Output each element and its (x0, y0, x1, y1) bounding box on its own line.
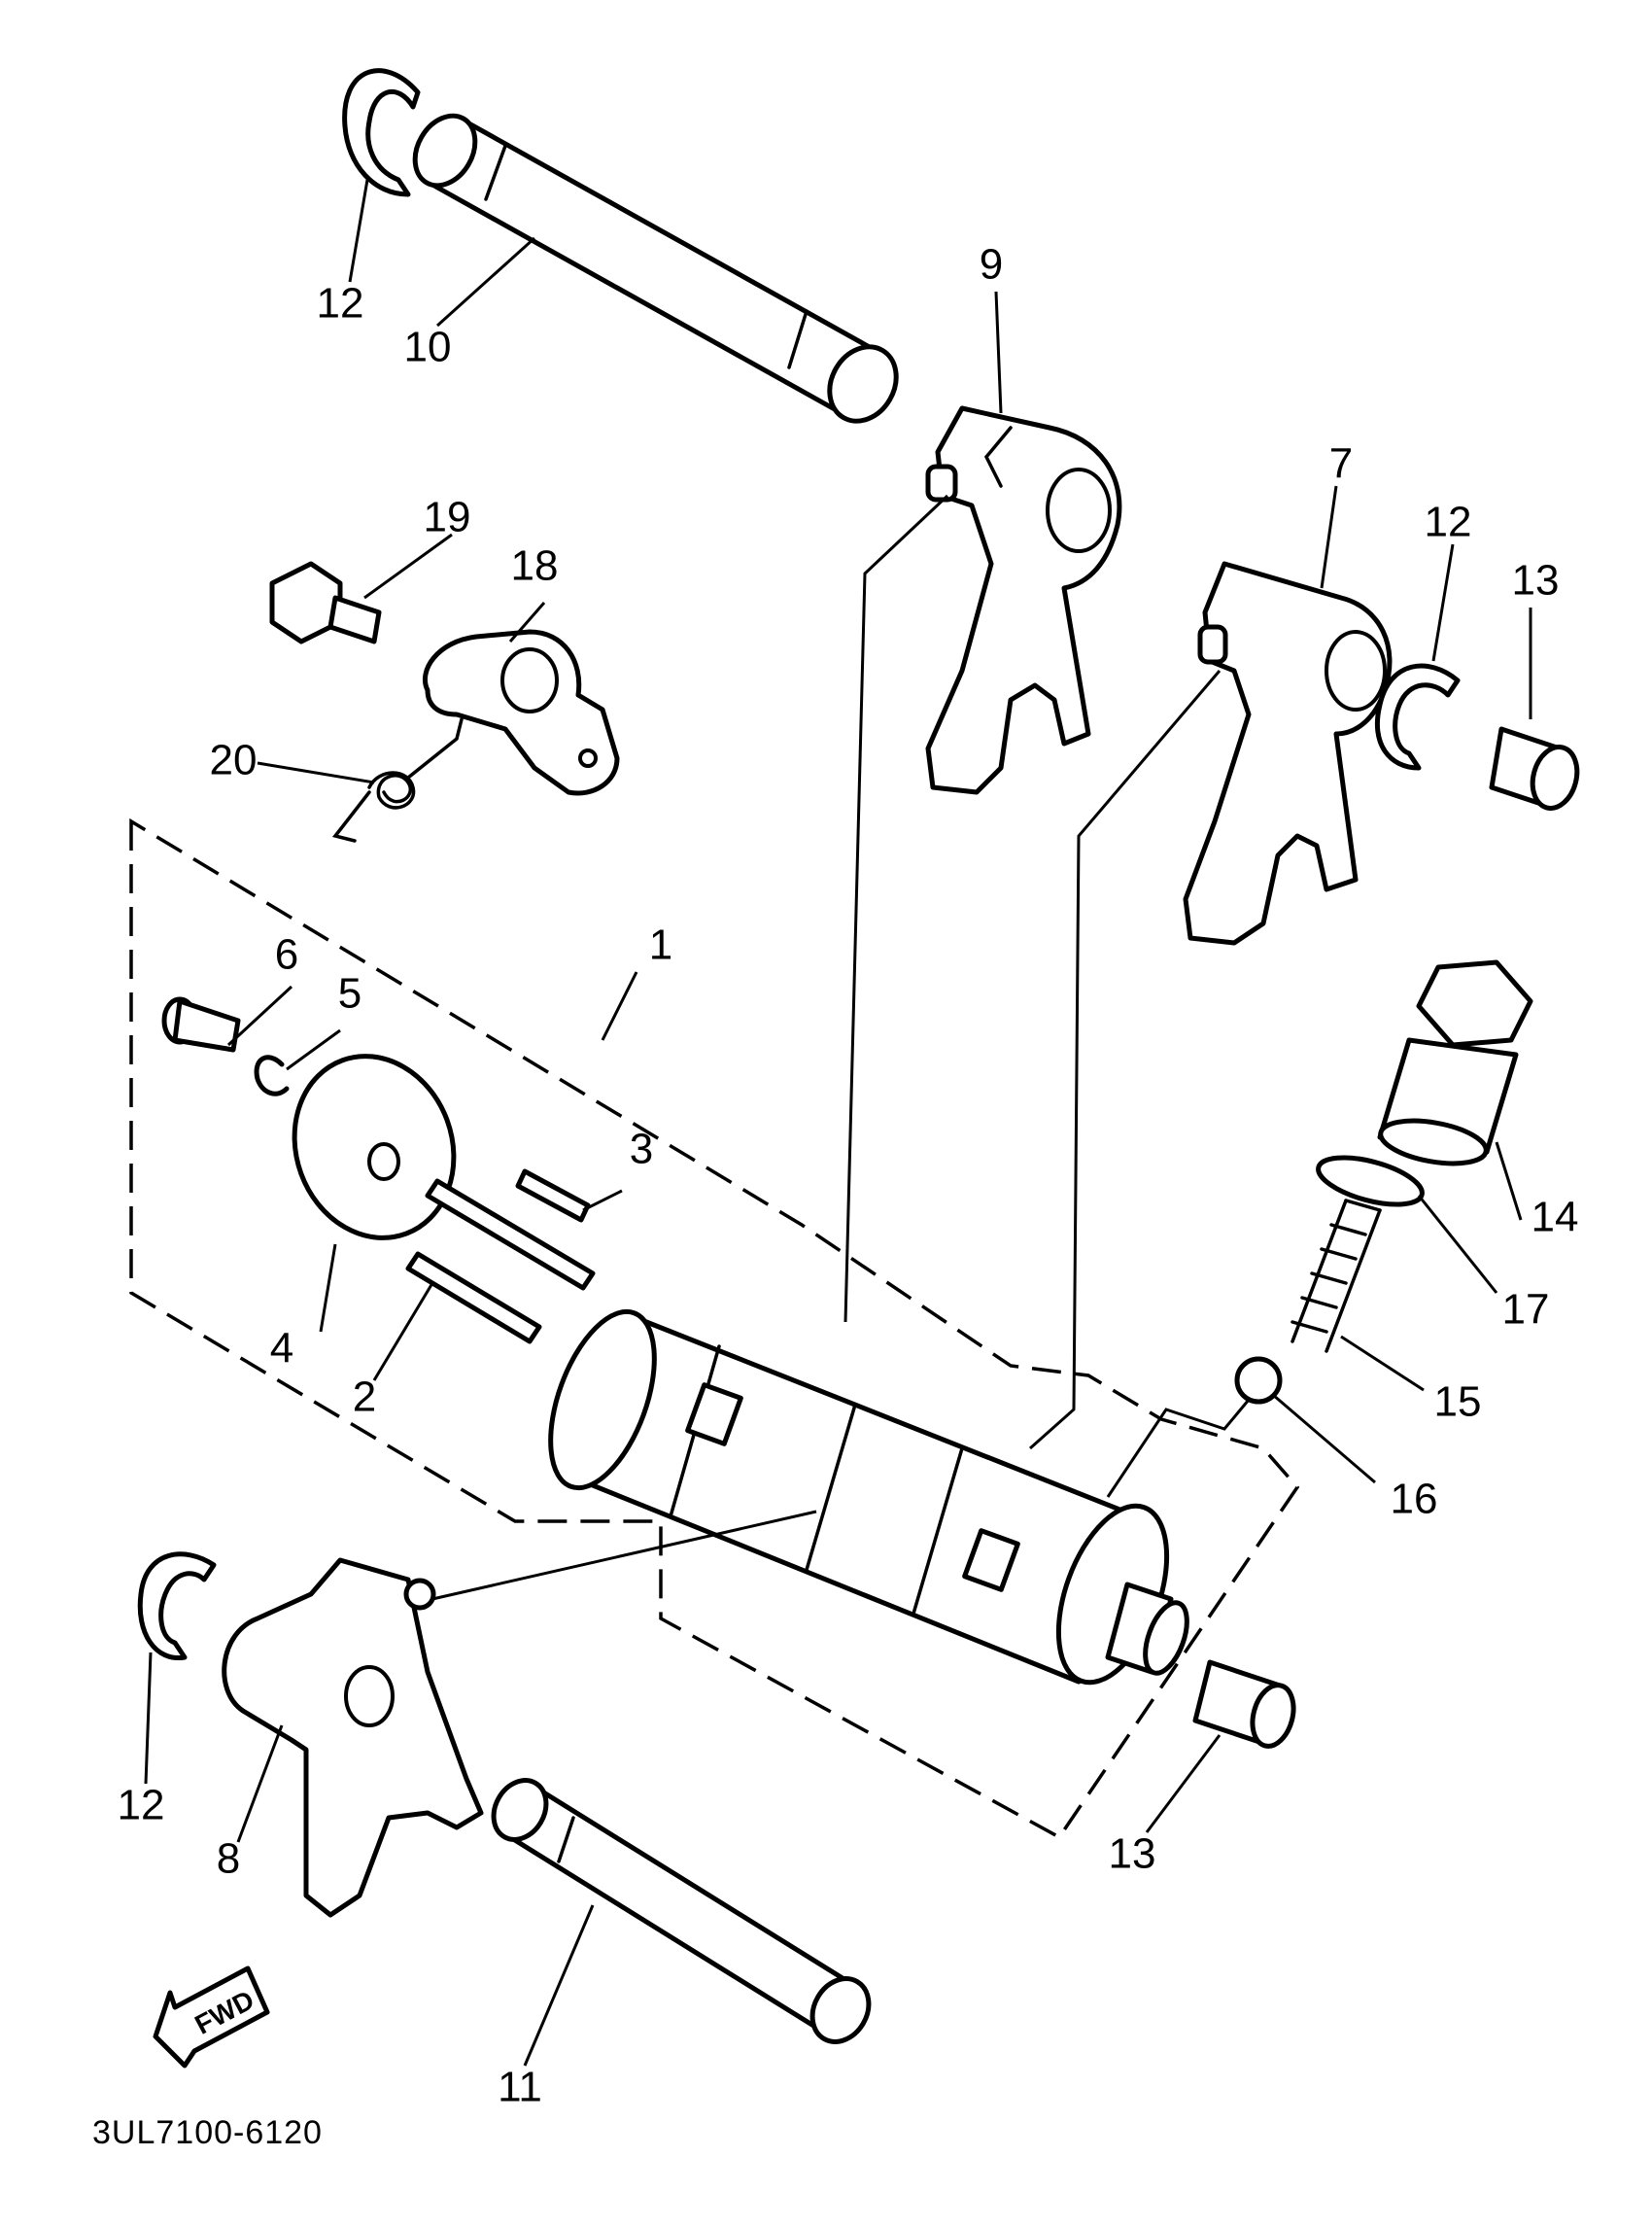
callout-2: 2 (353, 1374, 376, 1421)
circlip-right (1374, 663, 1461, 771)
stopper-lever-18 (423, 629, 620, 796)
callout-19: 19 (424, 494, 471, 541)
connection-lines (431, 494, 1251, 1601)
callout-17: 17 (1502, 1286, 1550, 1334)
callout-8: 8 (217, 1835, 240, 1883)
shift-drum-1 (548, 1308, 1189, 1686)
callout-1: 1 (649, 922, 672, 969)
callout-3: 3 (630, 1126, 653, 1173)
callout-7: 7 (1329, 440, 1353, 488)
drawing-code: 3UL7100-6120 (92, 2114, 323, 2151)
circlip-bottom (137, 1551, 217, 1661)
callout-11: 11 (498, 2064, 542, 2111)
callout-16: 16 (1391, 1476, 1438, 1523)
collar-13-bottom (1192, 1659, 1296, 1749)
gasket-17 (1316, 1155, 1425, 1207)
callout-15: 15 (1434, 1378, 1482, 1426)
shift-fork-7 (1183, 561, 1393, 946)
plug-14 (1377, 959, 1533, 1166)
callout-18: 18 (511, 542, 559, 590)
dowel-pins (405, 1168, 596, 1344)
callout-4: 4 (270, 1325, 293, 1373)
ball-16 (1234, 1356, 1283, 1405)
guide-bar-bottom (491, 1778, 872, 2044)
spring-20 (331, 717, 464, 843)
guide-bar-top (412, 113, 899, 424)
circlip-top (342, 68, 421, 197)
bolt-19 (269, 561, 382, 644)
leader-lines (144, 179, 1532, 2067)
callout-14: 14 (1532, 1194, 1579, 1241)
screw-6 (161, 996, 241, 1053)
callout-6: 6 (275, 931, 298, 979)
callout-10: 10 (404, 324, 452, 371)
callout-labels: 1 2 3 4 5 6 7 8 9 10 11 12 12 12 13 13 1… (118, 241, 1579, 2111)
shift-fork-8 (222, 1557, 484, 1918)
callout-12-top: 12 (317, 280, 364, 328)
callout-5: 5 (338, 970, 361, 1018)
spring-15 (1291, 1199, 1382, 1353)
callout-12-right: 12 (1425, 499, 1472, 546)
callout-13-top: 13 (1512, 557, 1560, 605)
assembly-outline (129, 817, 1300, 1840)
callout-20: 20 (210, 737, 258, 784)
shift-fork-9 (925, 405, 1122, 795)
segment-4 (292, 1054, 457, 1240)
callout-9: 9 (980, 241, 1003, 289)
circlip-5 (254, 1055, 290, 1096)
callout-12-bottom: 12 (118, 1782, 165, 1829)
callout-13-bottom: 13 (1109, 1830, 1156, 1878)
fwd-arrow-icon: FWD (153, 1965, 270, 2069)
collar-13-top (1489, 726, 1580, 811)
